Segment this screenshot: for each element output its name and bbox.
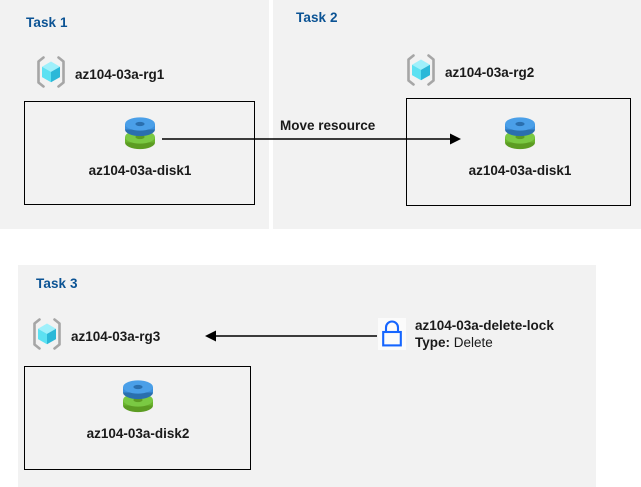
disk-label: az104-03a-disk1	[468, 163, 572, 178]
delete-lock-type: Type: Delete	[415, 335, 554, 351]
disk-node-disk2-task3: az104-03a-disk2	[58, 375, 218, 441]
disk-label: az104-03a-disk1	[88, 163, 192, 178]
delete-lock-type-key: Type:	[415, 335, 451, 350]
resource-group-label: az104-03a-rg3	[71, 329, 161, 344]
delete-lock-text: az104-03a-delete-lock Type: Delete	[415, 318, 554, 351]
disk-node-disk1-task1: az104-03a-disk1	[60, 112, 220, 178]
arrow-right-icon	[162, 133, 461, 145]
disk-node-disk1-task2: az104-03a-disk1	[440, 112, 600, 178]
resource-group-icon	[406, 54, 436, 91]
panel-title-task-2: Task 2	[296, 10, 338, 25]
delete-lock-name: az104-03a-delete-lock	[415, 318, 554, 333]
managed-disk-icon	[116, 380, 160, 421]
resource-group-icon	[32, 318, 62, 355]
managed-disk-icon	[118, 117, 162, 158]
managed-disk-icon	[498, 117, 542, 158]
resource-group-rg1: az104-03a-rg1	[36, 56, 164, 93]
panel-title-task-1: Task 1	[26, 15, 68, 30]
resource-group-label: az104-03a-rg2	[445, 65, 535, 80]
resource-group-rg3: az104-03a-rg3	[32, 318, 160, 355]
panel-title-task-3: Task 3	[36, 276, 78, 291]
resource-box-task-2	[406, 98, 631, 206]
resource-group-icon	[36, 56, 66, 93]
arrow-left-icon	[205, 330, 377, 342]
padlock-icon	[378, 318, 406, 355]
delete-lock-type-value: Delete	[453, 335, 493, 350]
resource-group-label: az104-03a-rg1	[75, 67, 165, 82]
resource-group-rg2: az104-03a-rg2	[406, 54, 534, 91]
delete-lock-block: az104-03a-delete-lock Type: Delete	[378, 318, 554, 355]
disk-label: az104-03a-disk2	[86, 426, 190, 441]
move-resource-caption: Move resource	[280, 118, 376, 133]
